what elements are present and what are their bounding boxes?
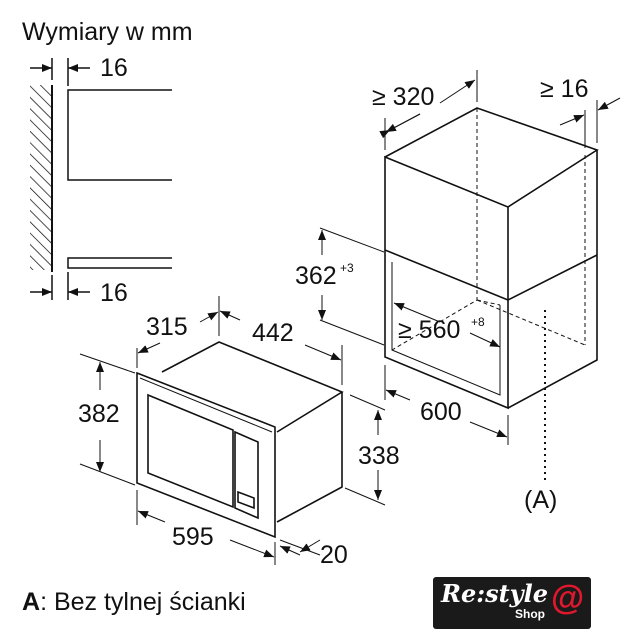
dim-niche-height-tol: +3 (340, 261, 354, 275)
dim-oven-body-height: 338 (358, 442, 400, 470)
legend: A: Bez tylnej ścianki (22, 588, 246, 616)
dim-oven-width: 595 (172, 523, 214, 551)
cart-at-icon: @ (551, 579, 585, 617)
dim-niche-width-tol: +8 (471, 315, 485, 329)
dim-cabinet-depth: ≥ 320 (372, 83, 434, 111)
dim-oven-depth: 315 (146, 313, 188, 341)
dim-oven-height: 382 (78, 400, 120, 428)
dim-wall-top: 16 (100, 54, 128, 82)
cabinet-drawing (318, 70, 621, 480)
restyle-shop-logo: Re:style Shop @ (433, 577, 591, 629)
dim-frame-depth: 20 (320, 541, 348, 569)
diagram-title: Wymiary w mm (22, 18, 193, 46)
dim-cabinet-side: ≥ 16 (540, 75, 588, 103)
logo-sub: Shop (515, 607, 545, 621)
dim-cabinet-width: 600 (420, 398, 462, 426)
dim-wall-bottom: 16 (100, 279, 128, 307)
dim-niche-height: 362 (295, 262, 337, 290)
legend-key: A (22, 588, 40, 616)
legend-text: : Bez tylnej ścianki (40, 588, 246, 616)
logo-text: Re:style (441, 579, 549, 608)
wall-detail (30, 58, 172, 300)
dim-oven-body-width: 442 (252, 319, 294, 347)
marker-a: (A) (524, 486, 557, 514)
microwave-drawing (79, 296, 386, 565)
dim-niche-width: ≥ 560 (398, 316, 460, 344)
